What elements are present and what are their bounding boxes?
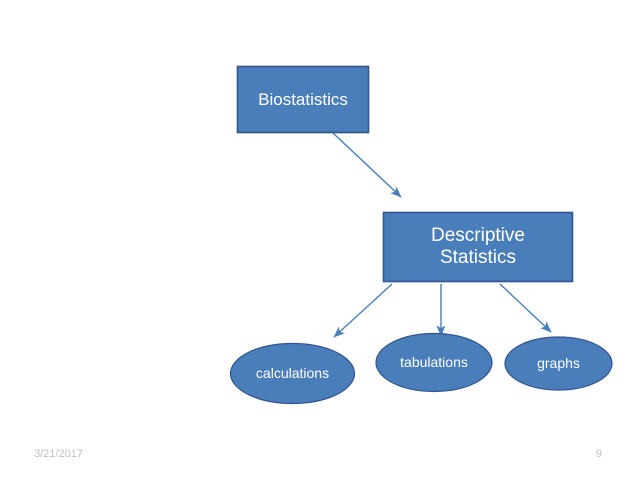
connector-biostatistics-to-descriptive	[332, 132, 402, 198]
connector-descriptive-to-graphs	[499, 283, 552, 333]
node-descriptive-statistics[interactable]	[382, 211, 574, 283]
footer-page-number: 9	[595, 448, 602, 460]
node-graphs[interactable]	[504, 336, 613, 391]
node-tabulations[interactable]	[375, 332, 493, 393]
connector-descriptive-to-calculations	[333, 283, 393, 338]
footer-date: 3/21/2017	[34, 448, 83, 460]
node-calculations[interactable]	[229, 342, 356, 405]
node-biostatistics[interactable]	[236, 65, 370, 134]
